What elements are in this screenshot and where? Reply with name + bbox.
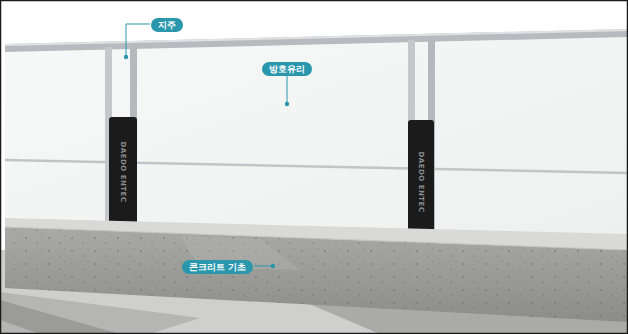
- foundation-callout: 콘크리트 기초: [182, 260, 253, 274]
- post-brand-text: DAEDO ENTEC: [119, 141, 127, 202]
- callout-text: 방호유리: [269, 64, 305, 74]
- post-brand-text: DAEDO ENTEC: [417, 151, 425, 212]
- callout-text: 지주: [158, 20, 176, 30]
- glass-callout: 방호유리: [262, 62, 312, 76]
- post-callout: 지주: [151, 18, 183, 32]
- callout-text: 콘크리트 기초: [189, 262, 246, 272]
